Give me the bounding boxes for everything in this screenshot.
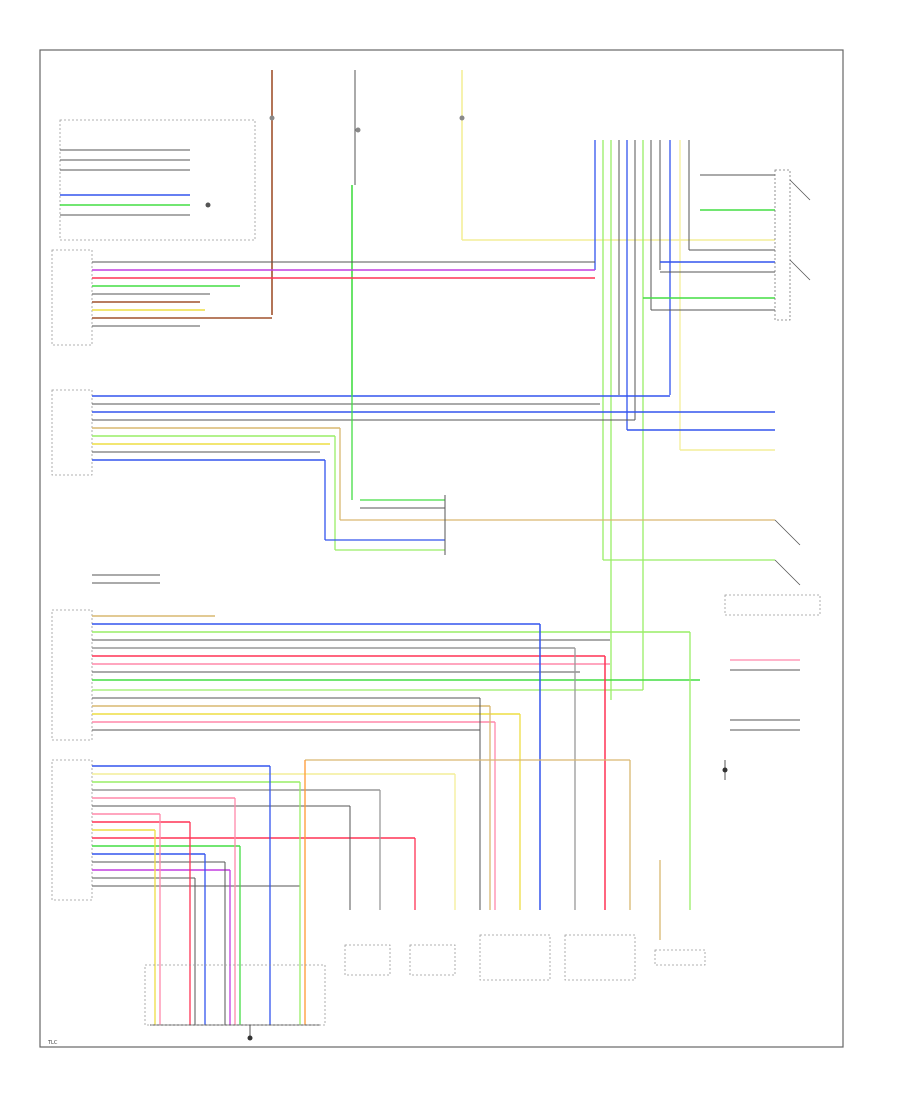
joint-connectors <box>325 495 775 561</box>
diagram-border <box>39 49 844 1048</box>
lower-components <box>144 934 706 1026</box>
group4-wires <box>92 765 455 887</box>
ecm-top-pins <box>594 140 690 700</box>
right-upper-wires <box>643 169 811 321</box>
ecm-left-connectors <box>51 249 93 901</box>
solenoid-drops <box>150 760 456 1041</box>
group2-wires <box>92 395 775 550</box>
group1-wires <box>92 261 595 327</box>
group3-wires <box>92 574 700 731</box>
right-mid-switches <box>722 519 821 780</box>
ignition-switch <box>59 119 256 241</box>
fuse-drops <box>269 70 775 395</box>
footer-code: TLC <box>47 1040 58 1046</box>
sensor-drops <box>305 624 691 940</box>
